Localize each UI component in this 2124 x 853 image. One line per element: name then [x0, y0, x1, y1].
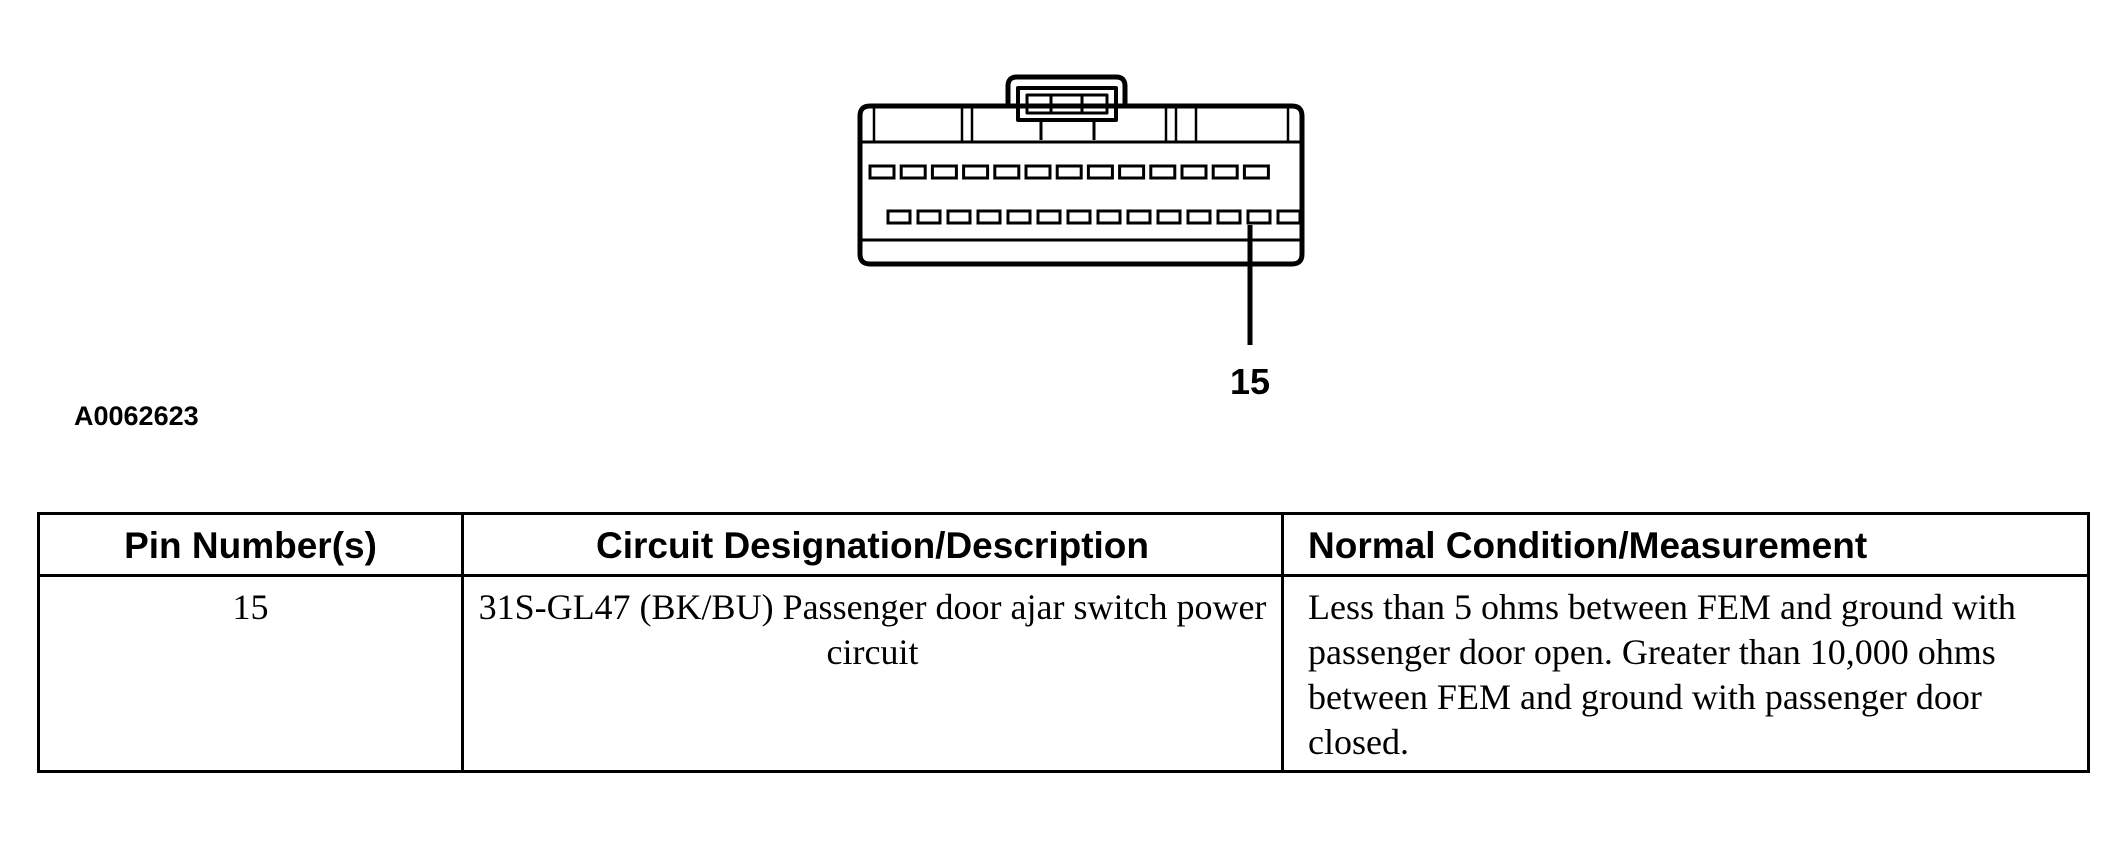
pin-callout-label: 15 — [1229, 361, 1271, 402]
cavity-bottom-3 — [946, 209, 972, 225]
cavity-top-2 — [899, 164, 927, 180]
cavity-top-4 — [962, 164, 990, 180]
cavity-top-11 — [1180, 164, 1208, 180]
cavity-top-8 — [1086, 164, 1114, 180]
cavity-bottom-12 — [1216, 209, 1242, 225]
connector-housing — [857, 103, 1305, 267]
cavity-bottom-14 — [1276, 209, 1302, 225]
cavity-bottom-9 — [1126, 209, 1152, 225]
cavity-top-10 — [1149, 164, 1177, 180]
cavity-bottom-7 — [1066, 209, 1092, 225]
cavity-top-6 — [1024, 164, 1052, 180]
figure-id: A0062623 — [74, 401, 199, 431]
cavity-bottom-8 — [1096, 209, 1122, 225]
cell-normal-condition: Less than 5 ohms between FEM and ground … — [1281, 574, 2090, 773]
cell-circuit-description: 31S-GL47 (BK/BU) Passenger door ajar swi… — [461, 574, 1284, 773]
cavity-top-12 — [1211, 164, 1239, 180]
pin-table: Pin Number(s) Circuit Designation/Descri… — [37, 512, 2090, 773]
cavity-top-9 — [1118, 164, 1146, 180]
cell-pin-number: 15 — [37, 574, 464, 773]
cavity-bottom-10 — [1156, 209, 1182, 225]
cavity-row-top — [868, 164, 1270, 180]
cavity-top-5 — [993, 164, 1021, 180]
cavity-bottom-6 — [1036, 209, 1062, 225]
table-header-row: Pin Number(s) Circuit Designation/Descri… — [37, 512, 2090, 577]
cavity-bottom-13 — [1246, 209, 1272, 225]
cavity-bottom-11 — [1186, 209, 1212, 225]
cavity-row-bottom — [886, 209, 1302, 225]
cavity-top-7 — [1055, 164, 1083, 180]
header-normal-condition: Normal Condition/Measurement — [1281, 512, 2090, 577]
cavity-bottom-1 — [886, 209, 912, 225]
cavity-bottom-5 — [1006, 209, 1032, 225]
header-circuit-description: Circuit Designation/Description — [461, 512, 1284, 577]
header-pin-numbers: Pin Number(s) — [37, 512, 464, 577]
cavity-top-3 — [930, 164, 958, 180]
cavity-bottom-2 — [916, 209, 942, 225]
connector-latch — [1005, 74, 1128, 106]
cavity-top-13 — [1242, 164, 1270, 180]
table-row: 15 31S-GL47 (BK/BU) Passenger door ajar … — [37, 574, 2090, 773]
cavity-top-1 — [868, 164, 896, 180]
cavity-bottom-4 — [976, 209, 1002, 225]
